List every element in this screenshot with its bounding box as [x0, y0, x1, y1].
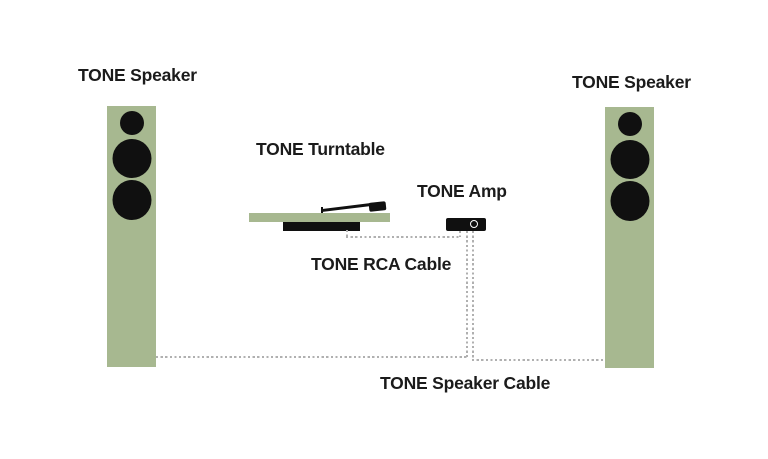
turntable-plinth	[249, 213, 390, 222]
speaker-cable-line-right-drop	[472, 231, 474, 360]
turntable-platter-base	[283, 222, 360, 231]
left-speaker-label: TONE Speaker	[78, 65, 197, 85]
right-speaker-midrange-icon	[610, 140, 649, 179]
rca-cable-label: TONE RCA Cable	[311, 254, 452, 274]
turntable-tonearm	[321, 202, 376, 212]
rca-cable-line-amp-rise	[459, 231, 461, 237]
turntable-tonearm-pivot-icon	[321, 207, 323, 213]
amp-label: TONE Amp	[417, 181, 507, 201]
turntable-label: TONE Turntable	[256, 139, 385, 159]
speaker-cable-line-left-run	[156, 356, 467, 358]
amp-knob-icon	[470, 220, 478, 228]
speaker-cable-line-left-drop	[466, 231, 468, 357]
turntable-cartridge	[368, 201, 387, 212]
speaker-cable-label: TONE Speaker Cable	[380, 373, 551, 393]
right-speaker-woofer-icon	[610, 181, 649, 221]
left-speaker-midrange-icon	[112, 139, 151, 178]
left-speaker-woofer-icon	[112, 180, 151, 220]
rca-cable-line-horizontal	[346, 236, 460, 238]
speaker-cable-line-right-run	[472, 359, 605, 361]
rca-cable-line-turntable-drop	[346, 230, 348, 237]
right-speaker-label: TONE Speaker	[572, 72, 691, 92]
right-speaker-tweeter-icon	[617, 112, 642, 136]
amp-box	[446, 218, 486, 231]
right-speaker-cabinet	[605, 107, 654, 368]
left-speaker-cabinet	[107, 106, 156, 367]
left-speaker-tweeter-icon	[119, 111, 144, 135]
